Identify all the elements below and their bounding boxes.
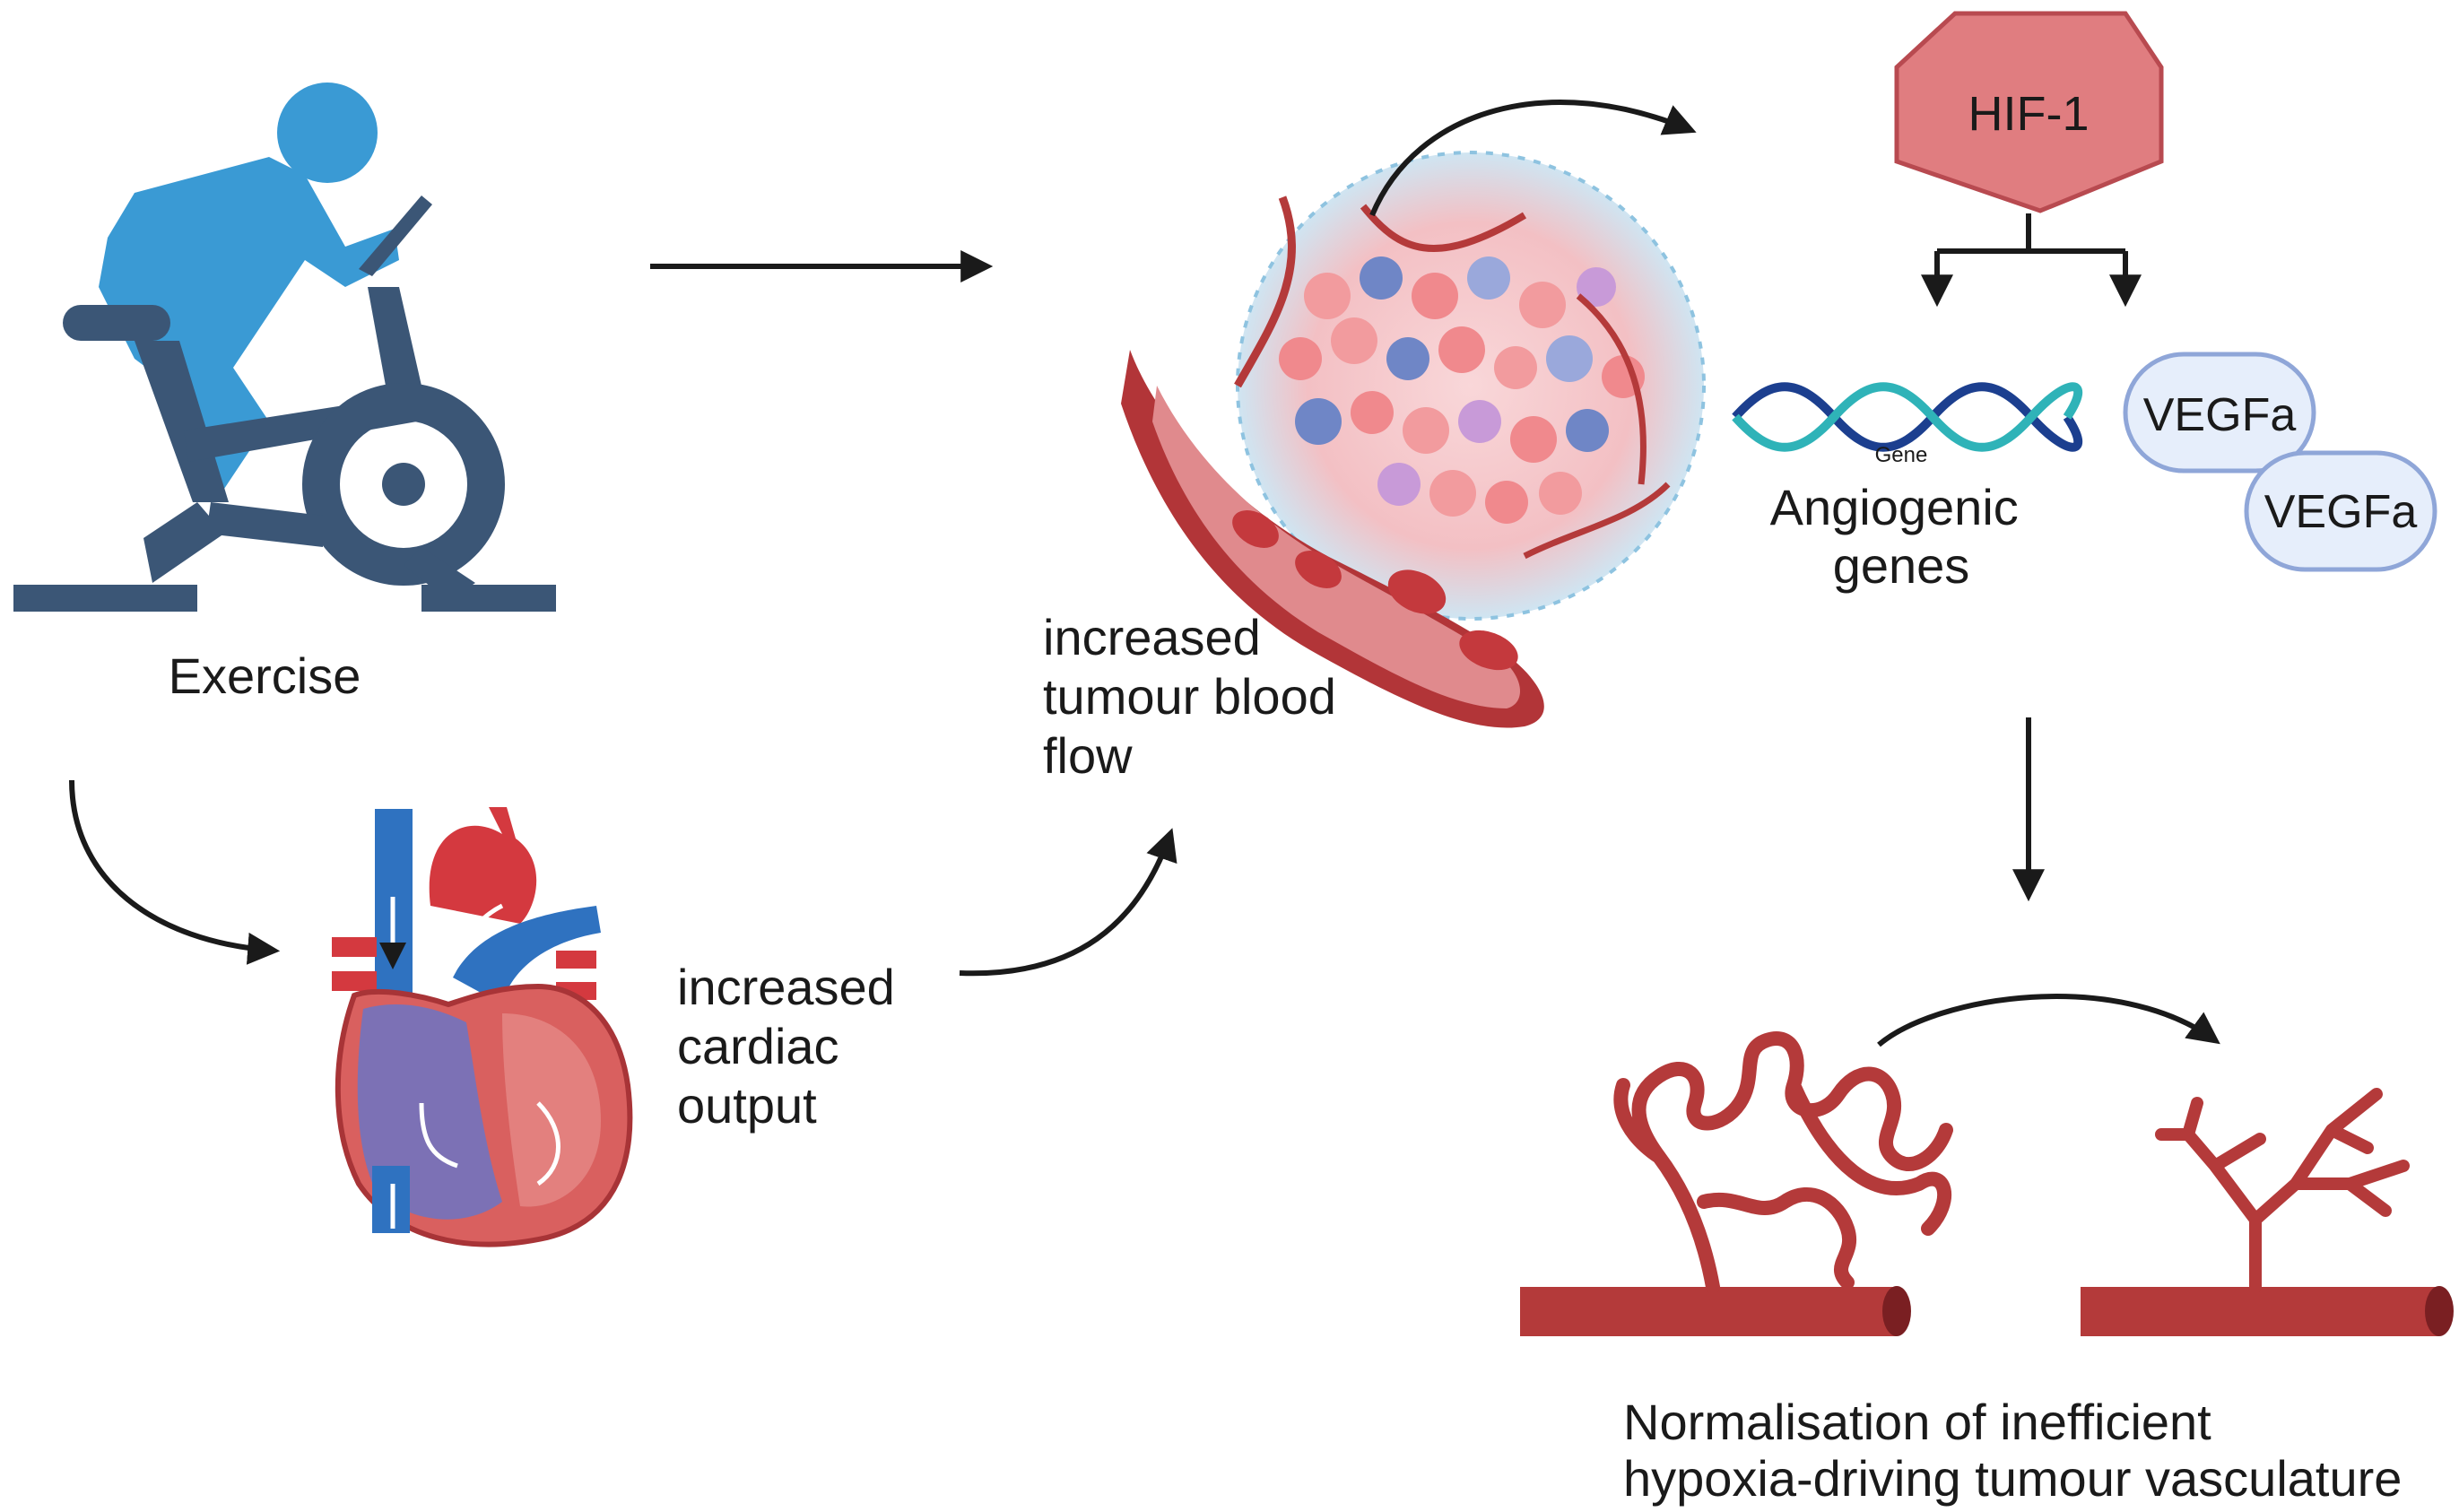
- hif-1-node: HIF-1: [1894, 11, 2164, 213]
- arrow-hif-split: [1937, 213, 2125, 254]
- arrow-exercise-to-heart: [69, 779, 281, 965]
- vegfa-label-2: VEGFa: [2264, 486, 2418, 538]
- dna-helix-icon: [1732, 382, 2083, 452]
- arrow-tumour-to-hif: [1369, 100, 1697, 217]
- normalisation-label: Normalisation of inefficient hypoxia-dri…: [1623, 1394, 2402, 1507]
- vegfa-label-1: VEGFa: [2143, 389, 2297, 441]
- stationary-bike-icon: [13, 83, 556, 612]
- heart-anatomy-icon: [332, 807, 633, 1247]
- arrow-abnormal-to-normal: [1877, 994, 2220, 1047]
- blood-flow-label: increased tumour blood flow: [1043, 609, 1350, 784]
- tumour-blood-vessel-icon: [1121, 151, 1706, 728]
- exercise-label: Exercise: [169, 647, 361, 704]
- arrow-heart-to-blood-flow: [959, 828, 1177, 977]
- vegfa-node-2: VEGFa: [2244, 450, 2437, 572]
- vegfa-node-1: VEGFa: [2123, 352, 2316, 474]
- gene-tag: Gene: [1875, 443, 1928, 467]
- normal-vasculature-icon: [2081, 1088, 2454, 1336]
- cardiac-output-label: increased cardiac output: [677, 959, 908, 1134]
- tortuous-vasculature-icon: [1520, 1031, 1953, 1336]
- hif-1-label: HIF-1: [1968, 87, 2090, 141]
- angiogenic-genes-label: Angiogenic genes: [1770, 479, 2033, 594]
